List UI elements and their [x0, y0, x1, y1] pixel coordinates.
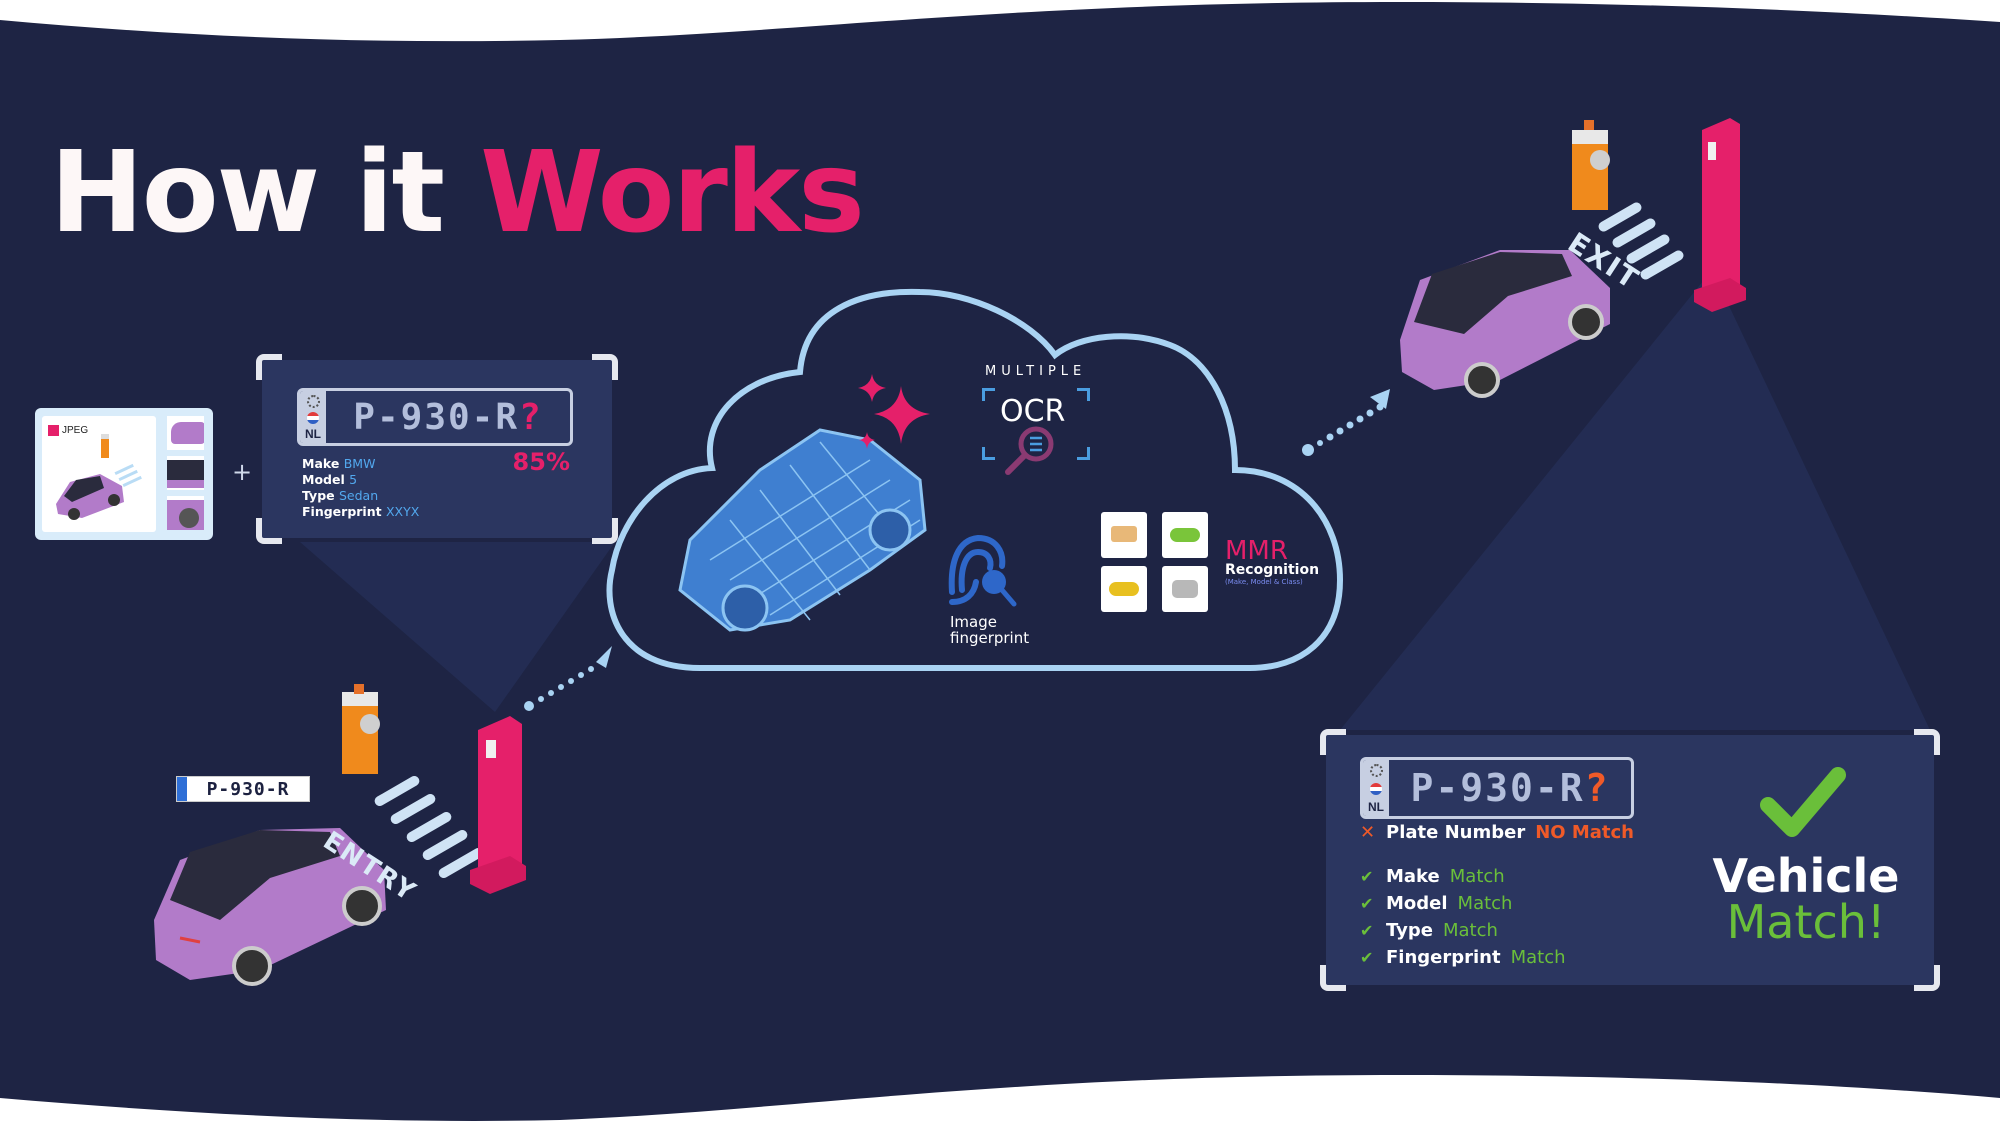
corner-bracket: [1914, 965, 1940, 991]
license-plate: NL P-930-R?: [297, 388, 573, 446]
eu-band: NL: [1363, 760, 1389, 816]
check-icon: ✔: [1360, 894, 1374, 913]
big-checkmark-icon: [1760, 767, 1846, 837]
mmr-subtitle: Recognition: [1225, 562, 1320, 578]
car-thumbnail-icon: [56, 434, 142, 520]
detail-thumb-1: [167, 416, 204, 450]
entry-plate: P-930-R: [176, 776, 310, 802]
nl-flag-icon: [1370, 782, 1382, 795]
ticket-kiosk-exit-icon: [1694, 118, 1746, 312]
mmr-tile-van: [1101, 512, 1147, 558]
plate-text: P-930-R: [353, 396, 520, 438]
check-icon: ✔: [1360, 867, 1374, 886]
wireframe-car-icon: [678, 428, 927, 632]
mmr-title: MMR: [1225, 536, 1288, 566]
check-icon: ✔: [1360, 948, 1374, 967]
entry-scan-beam: [300, 542, 615, 712]
mmr-tile-suv: [1162, 566, 1208, 612]
entry-plate-text: P-930-R: [206, 778, 290, 800]
corner-bracket: [1320, 965, 1346, 991]
fingerprint-icon: [948, 534, 1017, 607]
mmr-note: (Make, Model & Class): [1225, 578, 1303, 586]
eu-stars-icon: [306, 395, 320, 408]
magnifier-icon: [1005, 426, 1054, 475]
country-code: NL: [305, 427, 321, 441]
corner-bracket: [256, 518, 282, 544]
plate-number: P-930-R?: [326, 391, 570, 443]
barrier-entry-icon: [342, 684, 380, 774]
corner-bracket: [1914, 729, 1940, 755]
sparkle-icon: [858, 374, 930, 449]
country-code: NL: [1368, 800, 1384, 814]
uncertain-char: ?: [1584, 766, 1610, 810]
title-accent: Works: [480, 128, 865, 258]
source-image-main: JPEG: [42, 416, 156, 532]
plate-text: P-930-R: [1410, 766, 1585, 810]
ocr-result-panel: NL P-930-R? 85% Make BMW Model 5 Type Se…: [256, 354, 618, 544]
plus-sign: +: [232, 458, 253, 486]
crosswalk-stripes: [374, 776, 484, 878]
source-image-card: JPEG: [35, 408, 213, 540]
corner-bracket: [1320, 729, 1346, 755]
jpeg-badge: JPEG: [48, 425, 88, 436]
verdict-line2: Match!: [1726, 895, 1886, 949]
plate-number: P-930-R?: [1389, 760, 1631, 816]
confidence-score: 85%: [512, 448, 570, 476]
ocr-label: OCR: [1000, 394, 1066, 429]
mmr-tile-hatchback: [1162, 512, 1208, 558]
check-icon: ✔: [1360, 921, 1374, 940]
cloud-outline: [606, 288, 1344, 671]
verdict: Vehicle Match!: [1706, 853, 1906, 945]
attribute-list: Make BMW Model 5 Type Sedan Fingerprint …: [302, 456, 419, 520]
eu-band: NL: [300, 391, 326, 443]
ticket-kiosk-entry-icon: [470, 716, 526, 894]
cross-icon: ✕: [1360, 822, 1376, 843]
crosswalk-stripes: [1598, 202, 1684, 280]
nl-flag-icon: [307, 411, 319, 424]
corner-bracket: [256, 354, 282, 380]
attribute-fingerprint: Fingerprint XXYX: [302, 504, 420, 519]
entry-scene: [154, 684, 526, 986]
car-exit-icon: [1400, 250, 1610, 398]
exit-scan-beam: [1340, 270, 1930, 730]
attribute-make: Make BMW: [302, 456, 376, 471]
eu-stars-icon: [1369, 764, 1383, 777]
exit-scene: [1400, 118, 1746, 398]
jpeg-label: JPEG: [62, 425, 89, 436]
arrow-cloud-to-exit: [1302, 389, 1390, 456]
attribute-model: Model 5: [302, 472, 358, 487]
corner-bracket: [592, 518, 618, 544]
barrier-exit-icon: [1572, 120, 1610, 210]
verdict-line1: Vehicle: [1712, 849, 1900, 903]
attribute-type: Type Sedan: [302, 488, 379, 503]
page-title: How it Works: [50, 128, 865, 258]
title-white: How it: [50, 128, 445, 258]
license-plate: NL P-930-R?: [1360, 757, 1634, 819]
uncertain-char: ?: [519, 396, 543, 438]
eu-band: [177, 777, 187, 801]
arrow-entry-to-cloud: [524, 646, 612, 711]
ocr-kicker: MULTIPLE: [985, 364, 1087, 379]
mmr-tile-taxi: [1101, 566, 1147, 612]
detail-thumb-3: [167, 496, 204, 530]
ocr-scan-frame: [982, 388, 1090, 460]
image-icon: [48, 425, 59, 436]
car-entry-icon: [154, 828, 386, 986]
corner-bracket: [592, 354, 618, 380]
detail-thumb-2: [167, 456, 204, 490]
